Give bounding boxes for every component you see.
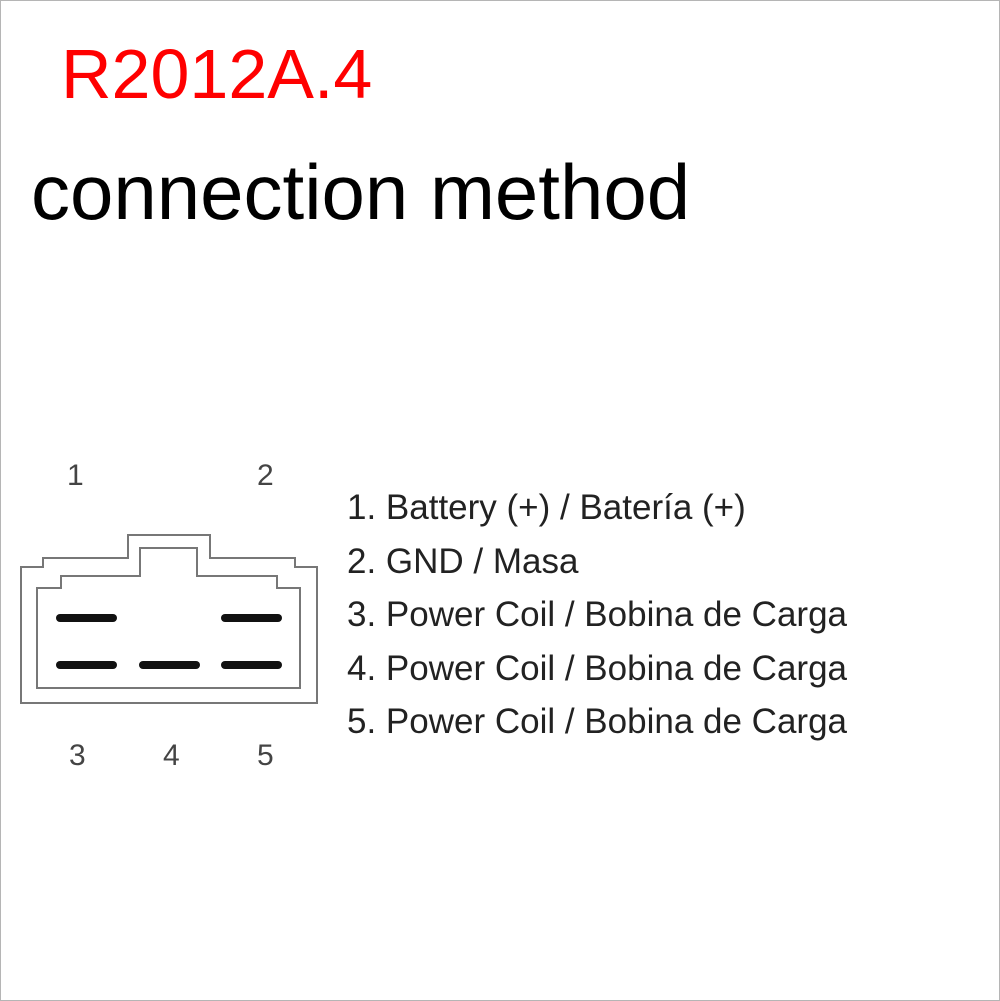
legend-item: 4. Power Coil / Bobina de Carga (347, 648, 847, 688)
connector-outer-housing (20, 534, 318, 704)
pin-label-5: 5 (257, 739, 274, 772)
diagram-subtitle: connection method (31, 148, 691, 236)
pin-legend: 1. Battery (+) / Batería (+) 2. GND / Ma… (347, 481, 847, 749)
pin-label-4: 4 (163, 739, 180, 772)
legend-item: 3. Power Coil / Bobina de Carga (347, 595, 847, 634)
pin-label-2: 2 (257, 459, 274, 492)
connector-inner-housing (36, 547, 301, 689)
connector-drawing (20, 534, 318, 704)
legend-item: 1. Battery (+) / Batería (+) (347, 488, 746, 527)
pin-label-1: 1 (67, 459, 84, 492)
legend-item: 5. Power Coil / Bobina de Carga (347, 702, 847, 741)
part-number-title: R2012A.4 (61, 35, 373, 113)
pin-label-3: 3 (69, 739, 86, 772)
legend-item: 2. GND / Masa (347, 541, 579, 581)
